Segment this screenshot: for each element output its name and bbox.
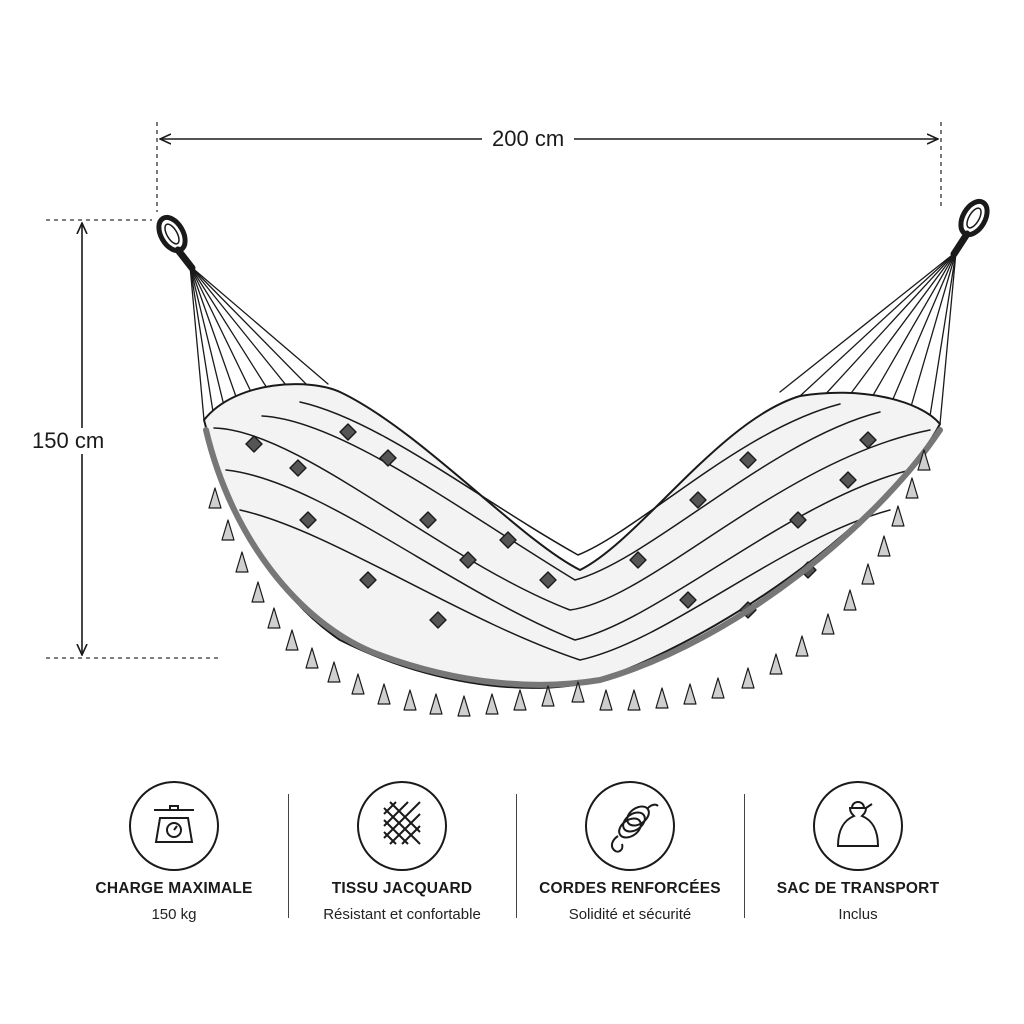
feature-subtitle: Inclus bbox=[838, 906, 878, 923]
scale-icon bbox=[129, 781, 219, 871]
right-end-loop bbox=[950, 198, 990, 258]
feature-subtitle: Solidité et sécurité bbox=[568, 906, 692, 923]
width-label: 200 cm bbox=[482, 126, 575, 152]
feature-ropes: CORDES RENFORCÉES Solidité et sécurité bbox=[516, 778, 744, 928]
feature-max-load: CHARGE MAXIMALE 150 kg bbox=[60, 778, 288, 928]
fabric-border-band bbox=[203, 427, 943, 688]
height-label: 150 cm bbox=[28, 428, 109, 454]
feature-bag: SAC DE TRANSPORT Inclus bbox=[744, 778, 972, 928]
feature-subtitle: Résistant et confortable bbox=[323, 906, 481, 923]
rope-icon bbox=[585, 781, 675, 871]
weave-icon bbox=[357, 781, 447, 871]
hammock-icon bbox=[156, 198, 990, 717]
feature-title: TISSU JACQUARD bbox=[331, 880, 473, 897]
feature-title: CHARGE MAXIMALE bbox=[95, 880, 253, 897]
jacquard-pattern bbox=[245, 423, 877, 629]
left-cords bbox=[189, 265, 329, 421]
feature-subtitle: 150 kg bbox=[151, 906, 197, 923]
right-cords bbox=[779, 251, 957, 425]
feature-title: SAC DE TRANSPORT bbox=[776, 880, 940, 897]
feature-list: CHARGE MAXIMALE 150 kg TISSU JACQUARD Ré… bbox=[60, 778, 972, 928]
feature-title: CORDES RENFORCÉES bbox=[539, 880, 721, 897]
feature-jacquard: TISSU JACQUARD Résistant et confortable bbox=[288, 778, 516, 928]
bag-icon bbox=[813, 781, 903, 871]
left-end-loop bbox=[156, 214, 196, 272]
tassel-fringe bbox=[208, 449, 931, 717]
